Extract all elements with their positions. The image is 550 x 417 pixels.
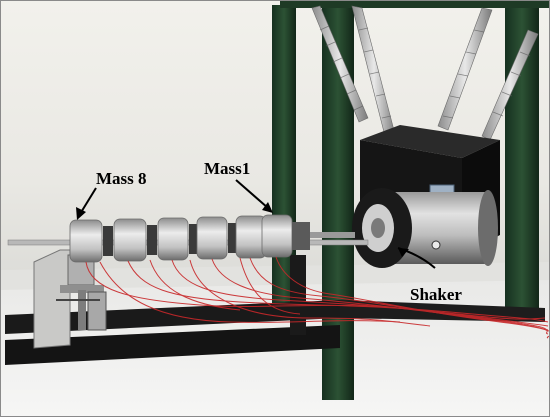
mass-7 [113, 218, 147, 262]
mass-8 [69, 219, 103, 263]
annotation-arrows [76, 179, 273, 220]
label-shaker: Shaker [410, 285, 462, 304]
mass-1 [261, 214, 293, 258]
mass-5 [196, 216, 228, 260]
shaker [352, 125, 500, 269]
mass-6 [157, 217, 189, 261]
sensor-wires [85, 256, 550, 339]
mass-4 [235, 215, 267, 259]
label-mass-1: Mass1 [204, 159, 251, 178]
mass-array [69, 214, 355, 263]
suspension-springs [311, 5, 539, 141]
left-support-clamp [33, 249, 107, 349]
label-mass-8: Mass 8 [96, 169, 147, 188]
